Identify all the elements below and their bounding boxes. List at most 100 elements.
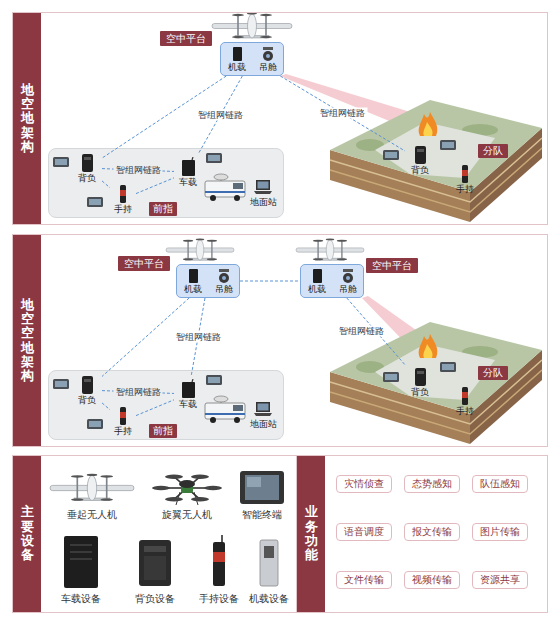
figure-ellipse	[214, 174, 228, 180]
figure-rect	[64, 536, 98, 588]
figure-line	[192, 379, 193, 382]
figure-rect	[120, 190, 126, 196]
platform-tag: 空中平台	[160, 31, 212, 46]
device-icon: 手持	[452, 384, 478, 418]
figure-rect	[205, 413, 245, 415]
label-text: 智组网链路	[337, 326, 386, 337]
label-text: 车载	[179, 399, 197, 410]
figure-rect	[462, 387, 468, 405]
figure-rect	[55, 381, 67, 387]
airborne-box: 机载吊舱	[300, 264, 364, 298]
figure-circle	[234, 417, 240, 423]
figure-line	[192, 157, 193, 160]
figure-rect	[89, 421, 101, 427]
label-text: 地面站	[250, 197, 277, 208]
figure-line	[70, 558, 92, 560]
figure-rect	[82, 154, 93, 172]
label-text: 空中平台	[124, 258, 164, 270]
figure-rect	[462, 170, 468, 176]
bag-icon	[410, 367, 430, 387]
figure-path	[419, 334, 438, 358]
label-text: 报文传输	[412, 526, 452, 538]
label-text: 车载	[179, 177, 197, 188]
figure-line	[221, 535, 223, 542]
backpack-unit-picture	[139, 540, 171, 586]
pod-icon	[260, 46, 276, 62]
label-text: 垂起无人机	[67, 509, 117, 521]
label-text: 吊舱	[215, 284, 233, 295]
figure-g	[205, 174, 245, 201]
figure-rect	[240, 471, 284, 504]
figure-rect	[385, 152, 397, 158]
label-text: 队伍感知	[480, 478, 520, 490]
airborne-device: 机载	[221, 46, 252, 75]
airborne-device: 机载	[177, 268, 208, 297]
airborne-device: 吊舱	[208, 268, 239, 297]
section-band: 主要设备	[13, 456, 41, 612]
pc-icon	[253, 177, 273, 197]
group-tag: 分队	[478, 144, 508, 158]
figure-rect	[258, 403, 269, 410]
link-line	[240, 281, 300, 282]
figure-rect	[462, 165, 468, 183]
figure-ellipse	[191, 475, 209, 479]
figure-rect	[89, 199, 101, 205]
label-text: 地空空地架构	[21, 298, 34, 384]
plane-figure	[166, 239, 234, 261]
airborne-unit-picture	[260, 540, 278, 586]
figure-rect	[189, 269, 198, 283]
label-text: 文件传输	[344, 574, 384, 586]
figure-rect	[264, 546, 274, 558]
section-band: 地空空地架构	[13, 235, 41, 446]
figure-path	[423, 344, 432, 358]
label-text: 前指	[153, 203, 173, 215]
figure-rect	[213, 542, 225, 586]
label-text: 前指	[153, 425, 173, 437]
figure-rect	[120, 412, 126, 418]
figure-rect	[182, 160, 195, 176]
figure-rect	[87, 197, 103, 207]
section-band: 业务功能	[297, 456, 325, 612]
device-icon: 手持	[110, 182, 136, 216]
device-icon: 地面站	[246, 396, 280, 432]
airborne-device: 吊舱	[252, 46, 283, 75]
label-text: 背负	[411, 387, 429, 398]
label-text: 空中平台	[166, 33, 206, 45]
label-text: 业务功能	[305, 505, 318, 562]
figure-circle	[222, 276, 226, 280]
figure-ellipse	[165, 497, 183, 501]
figure-rect	[120, 185, 126, 203]
figure-rect	[442, 364, 454, 370]
label-text: 地空地架构	[21, 83, 34, 154]
figure-path	[254, 413, 272, 416]
figure-rect	[139, 540, 171, 586]
figure-rect	[87, 419, 103, 429]
hand-icon	[113, 406, 133, 426]
platform-tag: 空中平台	[118, 256, 170, 271]
airborne-box: 机载吊舱	[220, 42, 284, 76]
figure-rect	[263, 47, 273, 50]
terrain-picture	[330, 322, 542, 444]
figure-rect	[208, 377, 220, 383]
bag-icon	[410, 145, 430, 165]
label-text: 空中平台	[372, 260, 412, 272]
device-icon: 背负	[72, 372, 102, 408]
label-text: 态势感知	[412, 478, 452, 490]
figure-rect	[144, 556, 166, 580]
label-text: 智组网链路	[318, 108, 367, 119]
function-box: 文件传输	[336, 571, 392, 589]
figure-rect	[120, 407, 126, 425]
label-text: 背负	[78, 173, 96, 184]
figure-rect	[206, 375, 222, 385]
figure-rect	[213, 552, 225, 562]
figure-rect	[53, 379, 69, 389]
figure-rect	[219, 269, 229, 272]
device-icon: 背负	[405, 364, 435, 400]
figure-rect	[442, 142, 454, 148]
label-text: 主要设备	[21, 505, 34, 562]
group-tag: 前指	[149, 424, 177, 438]
figure-rect	[205, 181, 245, 197]
group-tag: 前指	[149, 202, 177, 216]
device-icon: 地面站	[246, 174, 280, 210]
